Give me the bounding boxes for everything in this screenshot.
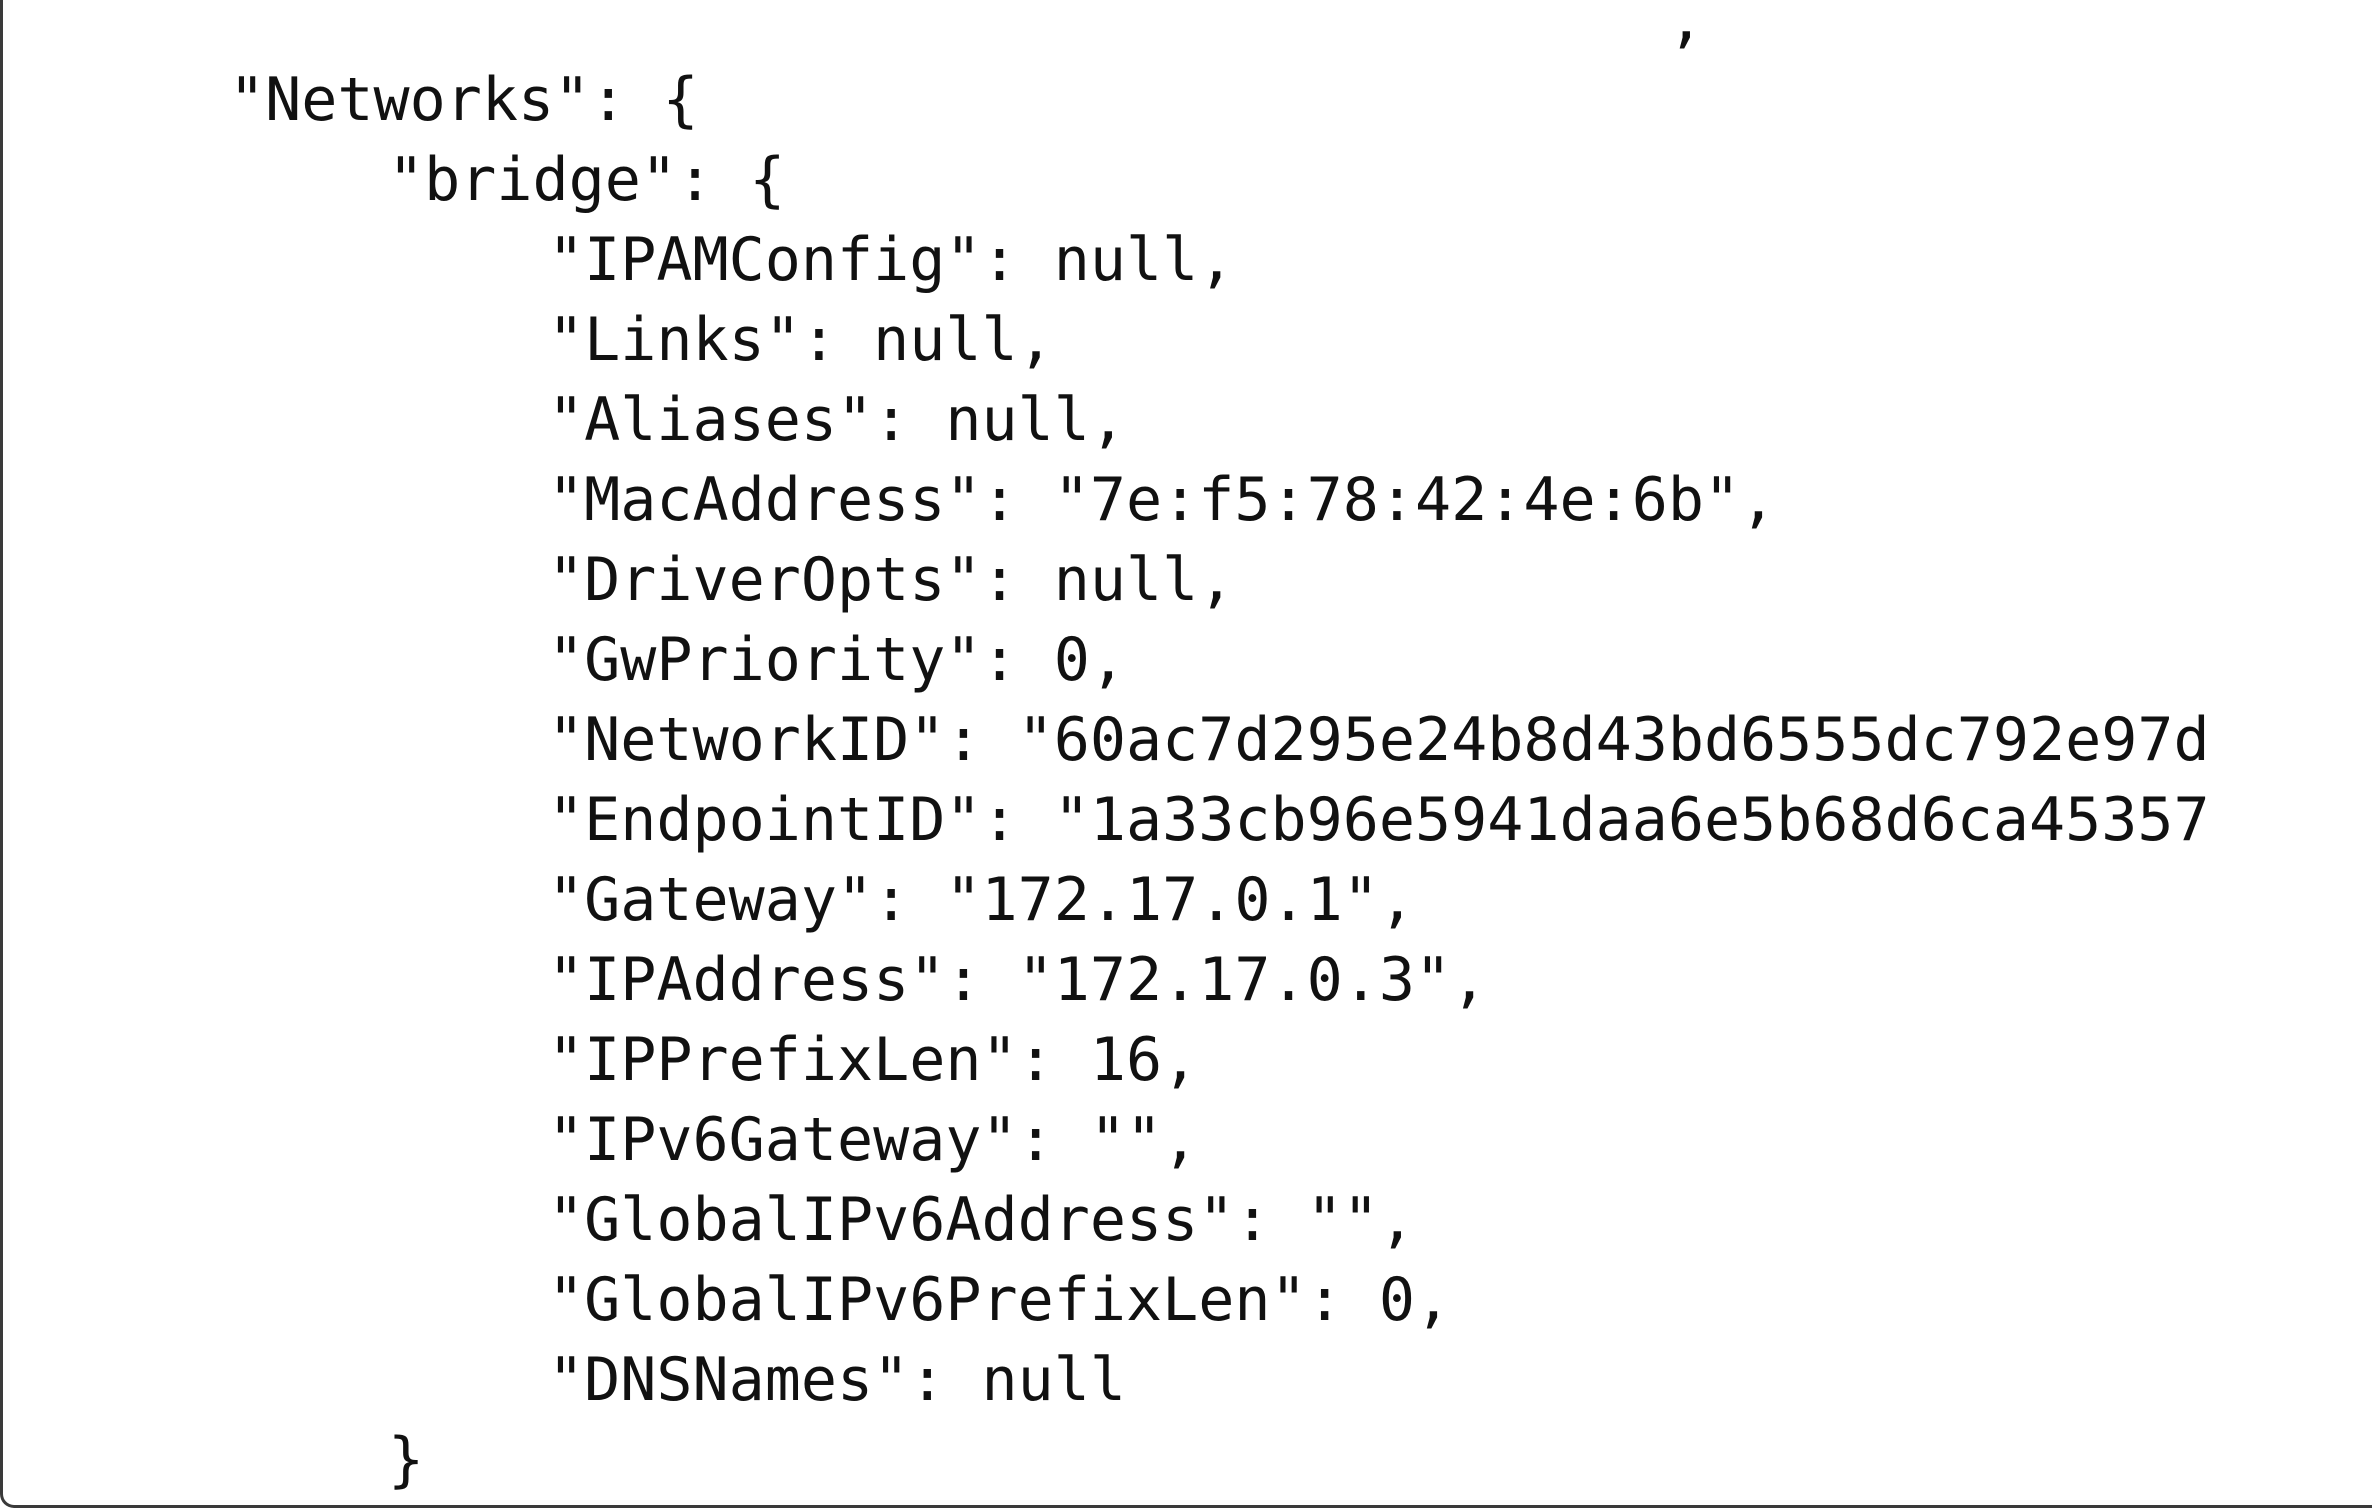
json-entry-ipprefixlen: "IPPrefixLen": 16, (548, 1025, 1199, 1095)
json-entry-gwpriority: "GwPriority": 0, (548, 625, 1126, 695)
json-entry-dnsnames: "DNSNames": null (548, 1345, 1126, 1415)
json-entry-globalipv6prefixlen: "GlobalIPv6PrefixLen": 0, (548, 1265, 1452, 1335)
output-line-partial: , (548, 0, 1704, 55)
json-entry-gateway: "Gateway": "172.17.0.1", (548, 865, 1415, 935)
json-entry-ipamconfig: "IPAMConfig": null, (548, 225, 1235, 295)
json-entry-globalipv6address: "GlobalIPv6Address": "", (548, 1185, 1415, 1255)
json-entry-ipaddress: "IPAddress": "172.17.0.3", (548, 945, 1488, 1015)
json-entry-endpointid: "EndpointID": "1a33cb96e5941daa6e5b68d6c… (548, 785, 2210, 855)
json-entry-driveropts: "DriverOpts": null, (548, 545, 1235, 615)
json-entry-links: "Links": null, (548, 305, 1054, 375)
json-close-networks: } (3, 1500, 2210, 1505)
json-entry-ipv6gateway: "IPv6Gateway": "", (548, 1105, 1199, 1175)
json-close-bridge: } (388, 1425, 425, 1495)
json-key-bridge: "bridge": { (388, 145, 786, 215)
json-entry-macaddress: "MacAddress": "7e:f5:78:42:4e:6b", (548, 465, 1777, 535)
json-output: , "Networks": { "bridge": { "IPAMConfig": n… (3, 0, 2210, 1505)
json-entry-aliases: "Aliases": null, (548, 385, 1126, 455)
json-key-networks: "Networks": { (229, 65, 699, 135)
json-entry-networkid: "NetworkID": "60ac7d295e24b8d43bd6555dc7… (548, 705, 2210, 775)
